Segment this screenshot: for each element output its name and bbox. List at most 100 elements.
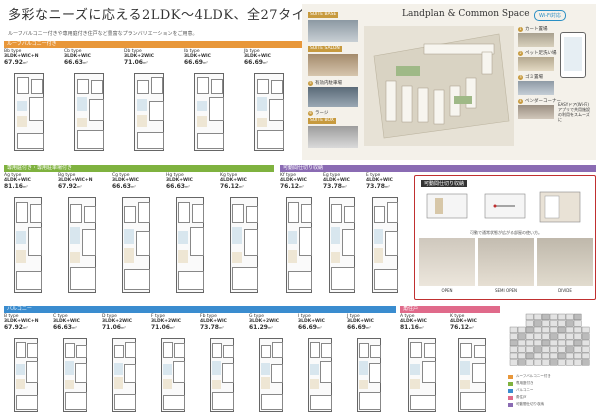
- unit-code: K type: [450, 314, 465, 319]
- floor-plan: [14, 338, 38, 412]
- building-cell: [557, 320, 566, 327]
- unit-code: B type: [4, 314, 19, 319]
- unit-layout-type: 4LDK+WIC: [200, 319, 227, 324]
- building-cell: [573, 313, 582, 321]
- building-cell: [509, 352, 518, 360]
- unit-layout-type: 3LDK+WIC+N: [58, 178, 93, 183]
- site-plan-map: [364, 26, 514, 146]
- site-building: [423, 43, 495, 55]
- unit-code: Bg type: [58, 173, 76, 178]
- building-cell: [565, 339, 574, 347]
- building-cell: [565, 333, 574, 340]
- unit-area: 67.92m²: [4, 59, 28, 66]
- unit-layout-type: 3LDK+WIC: [53, 319, 80, 324]
- building-cell: [549, 352, 558, 360]
- legend-swatch: [508, 375, 513, 379]
- building-cell: [517, 346, 526, 353]
- building-cell: [581, 346, 590, 353]
- pet-wash-photo: [518, 57, 554, 71]
- building-cell: [517, 326, 526, 334]
- building-cell: [565, 320, 574, 327]
- building-cell: [509, 346, 518, 353]
- photo-semi-open: [478, 238, 534, 286]
- building-cell: [533, 359, 542, 366]
- legend-item: ルーフバルコニー付き: [508, 374, 596, 381]
- unit-layout-type: 3LDK+WIC+N: [4, 319, 39, 324]
- unit-code: I type: [298, 314, 311, 319]
- section-bar-garden: 専用庭付き・専用駐車場付き: [4, 165, 274, 172]
- floor-plan: [14, 197, 42, 293]
- floor-plan: [458, 338, 486, 412]
- unit-area: 73.78m²: [323, 183, 347, 190]
- unit-area: 71.06m²: [124, 59, 148, 66]
- building-cell: [533, 346, 542, 353]
- unit-area: 67.92m²: [58, 183, 82, 190]
- suite-base-photo: [308, 20, 358, 42]
- unit-layout-type: 3LDK+2WIC: [151, 319, 182, 324]
- building-cell: [573, 352, 582, 360]
- building-cell: [509, 326, 518, 334]
- legend-swatch: [508, 382, 513, 386]
- unit-layout-type: 3LDK+WIC: [166, 178, 193, 183]
- unit-area: 66.69m²: [347, 324, 371, 331]
- unit-code: Bb type: [4, 49, 22, 54]
- floor-plan: [14, 73, 44, 151]
- floor-plan: [357, 338, 381, 412]
- unit-area: 66.63m²: [166, 183, 190, 190]
- legend-label: 角住戸: [516, 395, 527, 399]
- legend-item: 可動間仕切り収納: [508, 402, 596, 409]
- unit-area: 81.16m²: [4, 183, 28, 190]
- building-cell: [541, 346, 550, 353]
- building-cell: [525, 339, 534, 347]
- unit-area: 71.06m²: [102, 324, 126, 331]
- building-cell: [541, 352, 550, 360]
- unit-layout-type: 4LDK+WIC: [450, 319, 477, 324]
- unit-code: Cg type: [112, 173, 130, 178]
- photo-open: [419, 238, 475, 286]
- site-building: [417, 87, 429, 123]
- legend-item: 角住戸: [508, 395, 596, 402]
- building-cell: [581, 359, 590, 366]
- movable-panel-title: 可動間仕切り収納: [421, 180, 468, 187]
- floor-plan: [176, 197, 204, 293]
- site-building: [385, 80, 397, 122]
- building-cell: [541, 313, 550, 321]
- building-cell: [549, 339, 558, 347]
- unit-layout-type: 4LDK+WIC: [280, 178, 307, 183]
- unit-area: 66.63m²: [112, 183, 136, 190]
- building-cell: [573, 320, 582, 327]
- building-cell: [525, 346, 534, 353]
- caption-semi-open: SEMI OPEN: [494, 288, 518, 293]
- unit-area: 73.78m²: [366, 183, 390, 190]
- unit-code: Eg type: [323, 173, 341, 178]
- unit-code: Ag type: [4, 173, 22, 178]
- unit-code: Kg type: [220, 173, 238, 178]
- floor-plan: [63, 338, 87, 412]
- floor-plan: [68, 197, 96, 293]
- landplan-title: Landplan & Common Space: [402, 9, 530, 19]
- floor-plan: [372, 197, 398, 293]
- wifi-badge: Wi-Fi対応: [534, 10, 566, 21]
- building-cell: [525, 333, 534, 340]
- floor-plan: [286, 197, 312, 293]
- suite-base-label: SUITE BASE: [308, 12, 339, 18]
- unit-area: 76.12m²: [220, 183, 244, 190]
- building-cell: [557, 352, 566, 360]
- building-cell: [541, 339, 550, 347]
- photo-divide: [537, 238, 593, 286]
